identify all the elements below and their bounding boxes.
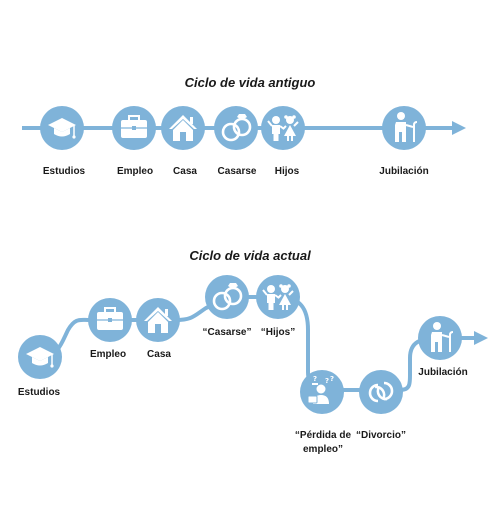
- new-stage-1: [18, 335, 62, 379]
- new-timeline-arrow: [474, 331, 488, 345]
- new-stage-7: [359, 370, 403, 414]
- new-cycle-title: Ciclo de vida actual: [189, 248, 311, 263]
- new-stage-label: Estudios: [17, 387, 61, 398]
- new-stage-label: “Divorcio”: [355, 430, 407, 441]
- old-stage-6: [382, 106, 426, 150]
- old-stage-circle: [214, 106, 258, 150]
- new-stage-4: [205, 275, 249, 319]
- old-stage-2: [112, 106, 156, 150]
- new-stage-label: “Casarse”: [202, 327, 252, 338]
- stage-nodes: [18, 106, 462, 414]
- new-stage-label: Empleo: [89, 349, 127, 360]
- old-stage-label: Estudios: [42, 166, 86, 177]
- new-stage-label: “Pérdida de empleo”: [294, 430, 352, 455]
- new-stage-circle: [359, 370, 403, 414]
- new-stage-label: “Hijos”: [260, 327, 296, 338]
- old-stage-label: Jubilación: [379, 166, 429, 177]
- new-stage-2: [88, 298, 132, 342]
- new-stage-circle: [205, 275, 249, 319]
- new-stage-6: [300, 370, 344, 414]
- old-stage-4: [214, 106, 258, 150]
- new-stage-label: Casa: [147, 349, 171, 360]
- old-stage-1: [40, 106, 84, 150]
- new-stage-label: Jubilación: [418, 367, 468, 378]
- old-stage-label: Casarse: [217, 166, 257, 177]
- new-timeline-path: [41, 295, 474, 392]
- new-stage-5: [256, 275, 300, 319]
- old-cycle-title: Ciclo de vida antiguo: [184, 75, 316, 90]
- old-timeline-arrow: [452, 121, 466, 135]
- new-stage-8: [418, 316, 462, 360]
- old-stage-label: Empleo: [116, 166, 154, 177]
- old-stage-label: Hijos: [274, 166, 300, 177]
- new-stage-3: [136, 298, 180, 342]
- old-stage-label: Casa: [173, 166, 197, 177]
- old-stage-3: [161, 106, 205, 150]
- old-stage-5: [261, 106, 305, 150]
